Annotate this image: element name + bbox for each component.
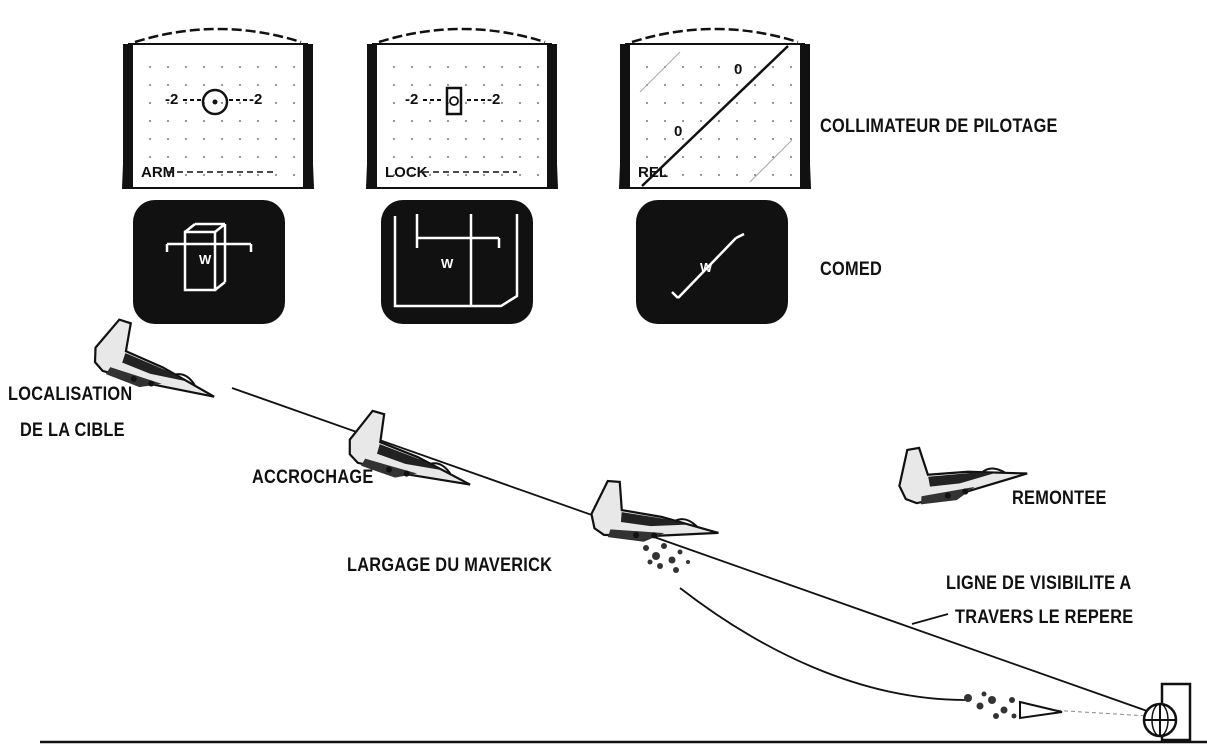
aircraft-remontee: [892, 429, 1031, 511]
maverick-missile: [964, 691, 1063, 720]
comed-screen-rel: W: [636, 200, 788, 324]
line-of-sight: [231, 387, 1151, 713]
release-cue-line: [641, 45, 789, 187]
comed-screen-arm: W: [133, 200, 285, 324]
hud-panel-rel: 0 0 REL: [618, 27, 812, 189]
arm-right-tick: -2: [249, 91, 262, 108]
collimateur-row-label: COLLIMATEUR DE PILOTAGE: [820, 116, 1058, 137]
ligne-visibilite-line1: LIGNE DE VISIBILITE A: [946, 573, 1132, 594]
pipper-circle: [201, 88, 229, 116]
rel-mode-label: REL: [638, 164, 668, 181]
rel-marker-low: 0: [674, 123, 682, 140]
comed-w-symbol: W: [199, 252, 212, 267]
lock-mode-label: LOCK: [385, 164, 428, 181]
lock-left-tick: -2: [405, 91, 418, 108]
missile-trajectory: [679, 587, 966, 701]
comed-w-symbol: W: [441, 256, 454, 271]
phase-remontee: REMONTEE: [1012, 488, 1107, 509]
comed-row-label: COMED: [820, 259, 883, 280]
launch-smoke: [643, 543, 690, 573]
ligne-visibilite-line2: TRAVERS LE REPERE: [955, 607, 1134, 628]
leader-line: [911, 613, 949, 625]
phase-localisation-line2: DE LA CIBLE: [20, 420, 125, 441]
lock-box: [445, 86, 463, 116]
phase-largage: LARGAGE DU MAVERICK: [347, 555, 553, 576]
phase-localisation-line1: LOCALISATION: [8, 384, 133, 405]
lock-right-tick: -2: [487, 91, 500, 108]
aircraft-largage: [588, 478, 723, 548]
comed-screen-lock: W: [381, 200, 533, 324]
hud-panel-lock: -2 -2 LOCK: [365, 27, 559, 189]
rel-marker-top: 0: [734, 61, 742, 78]
comed-w-symbol: W: [700, 260, 713, 275]
target-marker: [1142, 682, 1192, 742]
phase-accrochage: ACCROCHAGE: [252, 467, 374, 488]
arm-left-tick: -2: [165, 91, 178, 108]
arm-mode-label: ARM: [141, 164, 175, 181]
hud-panel-arm: -2 -2 ARM: [121, 27, 315, 189]
